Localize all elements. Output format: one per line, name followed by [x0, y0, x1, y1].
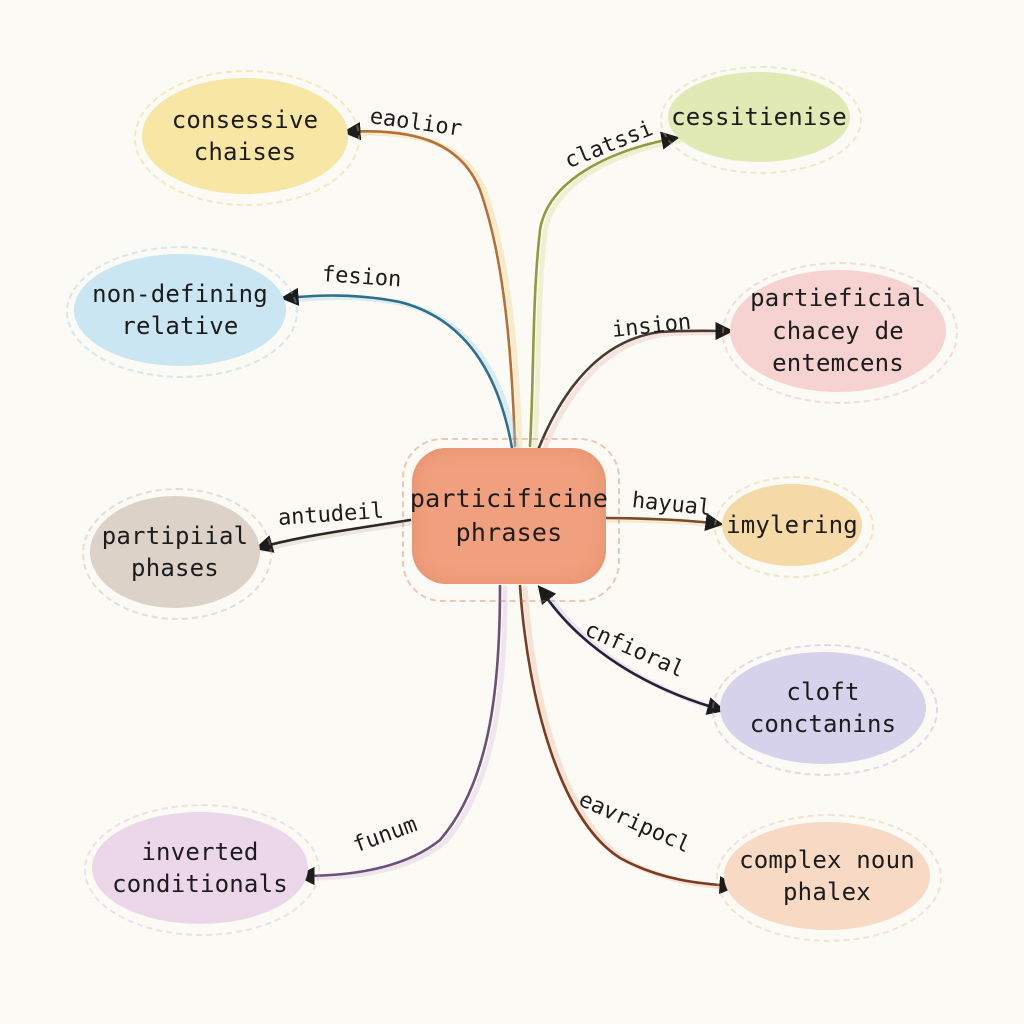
- node-label: partipiial phases: [101, 521, 249, 582]
- node-imylering[interactable]: imylering: [722, 484, 862, 566]
- node-label: imylering: [726, 510, 858, 539]
- connector-shadow: [522, 585, 742, 891]
- connector-n4: [536, 321, 734, 452]
- hub-label: particificine phrases: [409, 484, 609, 547]
- connector-n8: [296, 584, 502, 886]
- node-partieficial[interactable]: partieficial chacey de entemcens: [730, 270, 946, 392]
- node-inverted-conditionals[interactable]: inverted conditionals: [92, 812, 308, 924]
- node-label: cloft conctanins: [749, 677, 897, 738]
- connector-n2: [528, 131, 680, 448]
- node-label: consessive chaises: [171, 105, 319, 166]
- node-complex-noun-phalex[interactable]: complex noun phalex: [724, 822, 930, 930]
- connector-shadow: [532, 137, 684, 451]
- node-partipiial-phases[interactable]: partipiial phases: [90, 496, 260, 608]
- connector-n5: [254, 518, 412, 553]
- connector-shadow: [540, 330, 738, 455]
- connector-n1: [342, 122, 517, 448]
- connector-shadow: [286, 295, 520, 453]
- node-non-defining-relative[interactable]: non-defining relative: [74, 254, 286, 366]
- node-label: inverted conditionals: [112, 837, 288, 898]
- node-consessive-chaises[interactable]: consessive chaises: [142, 78, 348, 194]
- node-label: cessitienise: [671, 102, 847, 131]
- hub-node[interactable]: particificine phrases: [409, 448, 609, 584]
- connector-n6: [602, 513, 724, 532]
- connector-n9: [518, 584, 738, 895]
- node-cloft-conctanins[interactable]: cloft conctanins: [720, 652, 926, 764]
- node-cessitienise[interactable]: cessitienise: [668, 72, 850, 162]
- node-label: partieficial chacey de entemcens: [750, 284, 926, 378]
- node-label: complex noun phalex: [739, 845, 915, 906]
- connector-back-arrowhead: [537, 585, 557, 606]
- connector-n7: [538, 586, 726, 715]
- node-label: non-defining relative: [92, 279, 268, 340]
- connector-n3: [280, 287, 514, 450]
- connector-shadow: [260, 519, 418, 553]
- connector-shadow: [302, 585, 508, 881]
